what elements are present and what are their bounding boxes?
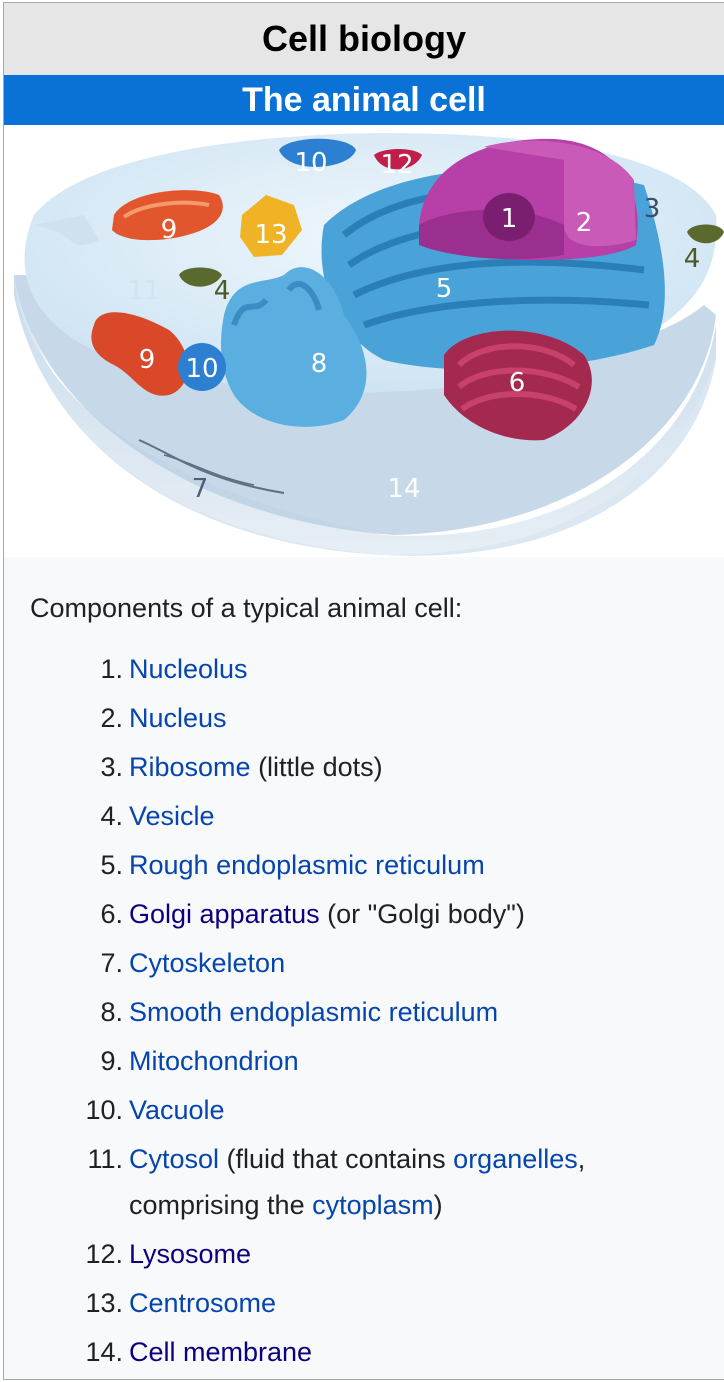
label-vesicle-left: 4 [214, 276, 231, 306]
link-cytoplasm[interactable]: cytoplasm [312, 1190, 434, 1220]
label-lysosome: 12 [380, 150, 413, 180]
label-cell-membrane: 14 [387, 474, 420, 504]
label-mitochondrion-top: 9 [161, 215, 178, 245]
link-smooth-er[interactable]: Smooth endoplasmic reticulum [129, 997, 499, 1027]
link-centrosome[interactable]: Centrosome [129, 1288, 277, 1318]
link-mitochondrion[interactable]: Mitochondrion [129, 1046, 299, 1076]
vesicle-right-shape [687, 224, 724, 244]
caption: Components of a typical animal cell: 1.N… [4, 557, 724, 1375]
label-cytoskeleton: 7 [192, 474, 209, 504]
mitochondrion-left-shape [91, 312, 188, 396]
caption-intro: Components of a typical animal cell: [30, 593, 463, 623]
label-nucleolus: 1 [501, 204, 518, 234]
list-item: 4.Vesicle [100, 801, 215, 831]
label-nucleus: 2 [576, 208, 593, 238]
list-item: 5.Rough endoplasmic reticulum [100, 850, 485, 880]
list-item: 6.Golgi apparatus (or "Golgi body") [100, 899, 525, 929]
link-nucleus[interactable]: Nucleus [129, 703, 227, 733]
animal-cell-illustration: 1 2 3 4 4 5 6 7 8 9 9 10 10 11 12 13 14 [14, 133, 724, 556]
list-item: 2.Nucleus [100, 703, 227, 733]
nucleolus-shape [483, 193, 535, 241]
list-item: 9.Mitochondrion [100, 1046, 299, 1076]
link-rough-er[interactable]: Rough endoplasmic reticulum [129, 850, 485, 880]
label-centrosome: 13 [254, 220, 287, 250]
link-nucleolus[interactable]: Nucleolus [129, 654, 248, 684]
label-vacuole-left: 10 [185, 354, 218, 384]
label-cytosol: 11 [127, 276, 160, 306]
link-cell-membrane[interactable]: Cell membrane [129, 1337, 313, 1367]
list-item: 10.Vacuole [85, 1095, 225, 1125]
list-item: 12.Lysosome [85, 1239, 252, 1269]
components-list: 1.Nucleolus 2.Nucleus 3.Ribosome (little… [30, 646, 724, 1375]
list-item: 7.Cytoskeleton [100, 948, 286, 978]
vacuole-left-shape [178, 343, 226, 391]
link-cytosol[interactable]: Cytosol [129, 1144, 220, 1174]
infobox: Cell biology The animal cell [3, 2, 724, 1380]
link-ribosome[interactable]: Ribosome [129, 752, 251, 782]
animal-cell-diagram[interactable]: 1 2 3 4 4 5 6 7 8 9 9 10 10 11 12 13 14 [4, 125, 724, 557]
link-vacuole[interactable]: Vacuole [129, 1095, 225, 1125]
golgi-shape [444, 330, 592, 441]
list-item: 13.Centrosome [85, 1288, 277, 1318]
infobox-title: Cell biology [4, 3, 724, 75]
label-vacuole-top: 10 [294, 148, 327, 178]
vacuole-top-shape [279, 138, 356, 167]
label-rough-er: 5 [436, 274, 453, 304]
list-item: 3.Ribosome (little dots) [100, 752, 383, 782]
lysosome-shape [374, 149, 422, 170]
label-ribosome: 3 [644, 194, 661, 224]
link-vesicle[interactable]: Vesicle [129, 801, 215, 831]
label-vesicle-right: 4 [684, 244, 701, 274]
list-item: 11.Cytosol (fluid that contains organell… [87, 1144, 586, 1220]
list-item: 8.Smooth endoplasmic reticulum [100, 997, 499, 1027]
list-item: 14.Cell membrane [85, 1337, 313, 1367]
infobox-subtitle: The animal cell [4, 75, 724, 125]
vesicle-left-shape [179, 267, 222, 287]
link-golgi[interactable]: Golgi apparatus [129, 899, 320, 929]
centrosome-shape [240, 195, 302, 257]
list-item: 1.Nucleolus [100, 654, 248, 684]
label-golgi: 6 [509, 368, 526, 398]
link-cytoskeleton[interactable]: Cytoskeleton [129, 948, 286, 978]
link-organelles[interactable]: organelles [453, 1144, 578, 1174]
label-mitochondrion-left: 9 [139, 345, 156, 375]
label-smooth-er: 8 [311, 349, 328, 379]
link-lysosome[interactable]: Lysosome [129, 1239, 252, 1269]
